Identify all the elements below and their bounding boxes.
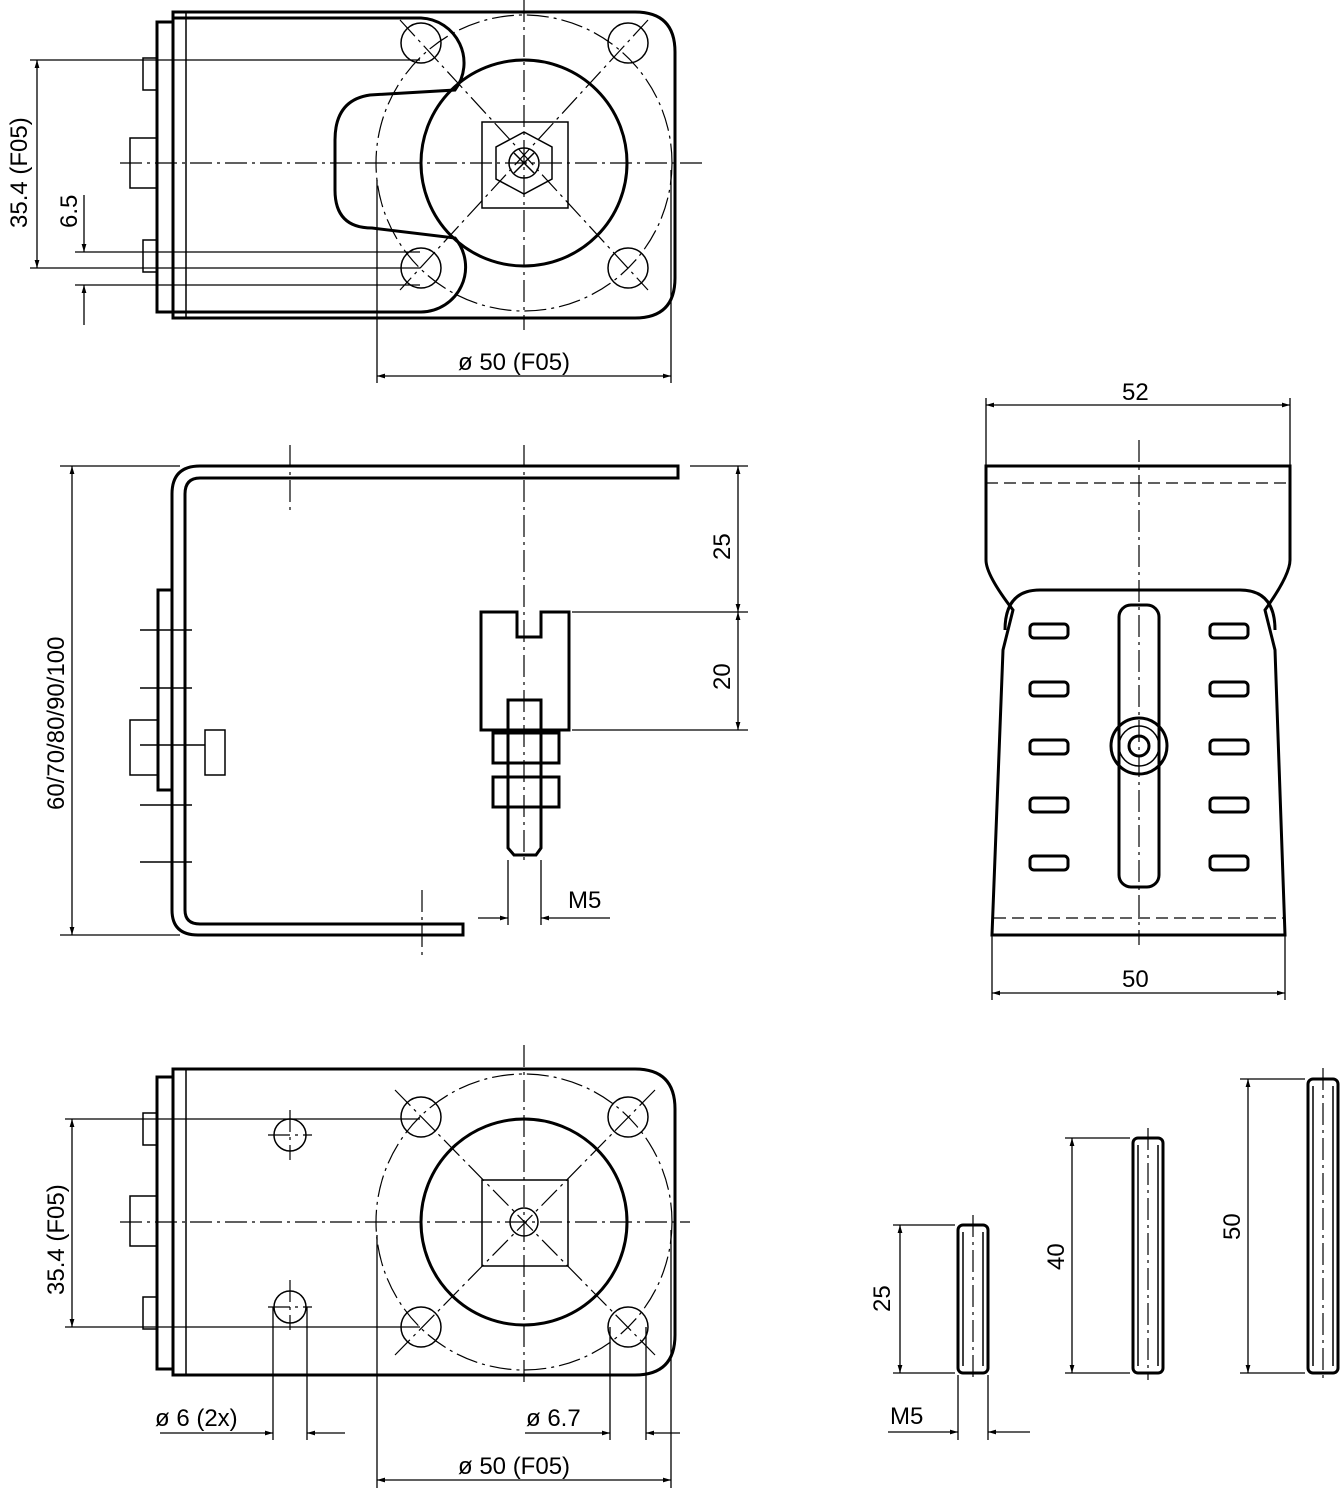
dim-stud-40: 40 — [1043, 1243, 1070, 1270]
studs: 25 40 50 M5 — [869, 1068, 1340, 1440]
dim-stud-50: 50 — [1219, 1213, 1246, 1240]
dim-holes-6: ø 6 (2x) — [155, 1405, 238, 1432]
dim-circle-top: ø 50 (F05) — [458, 349, 570, 376]
dim-6-5: 6.5 — [56, 195, 83, 228]
dim-20-side: 20 — [709, 663, 736, 690]
slots-left — [1028, 622, 1070, 872]
top-view: 35.4 (F05) 6.5 ø 50 (F05) — [6, 0, 705, 383]
dim-hole-6-7: ø 6.7 — [526, 1405, 581, 1432]
dim-stud-25: 25 — [869, 1285, 896, 1312]
dim-length: 60/70/80/90/100 — [43, 637, 70, 811]
side-view: 60/70/80/90/100 25 20 M5 — [43, 445, 748, 960]
bottom-view: 35.4 (F05) ø 6 (2x) ø 6.7 ø 50 (F05) — [43, 1045, 690, 1488]
dim-25-side: 25 — [709, 533, 736, 560]
dim-50-front: 50 — [1122, 966, 1149, 993]
dim-m5-side: M5 — [568, 887, 601, 914]
slots-right — [1208, 622, 1250, 872]
dim-35-4-bottom: 35.4 (F05) — [43, 1184, 70, 1295]
front-view: 52 50 — [984, 379, 1292, 1000]
dim-35-4-top: 35.4 (F05) — [6, 117, 33, 228]
dim-52: 52 — [1122, 379, 1149, 406]
dim-circle-bottom: ø 50 (F05) — [458, 1453, 570, 1480]
dim-stud-m5: M5 — [890, 1403, 923, 1430]
